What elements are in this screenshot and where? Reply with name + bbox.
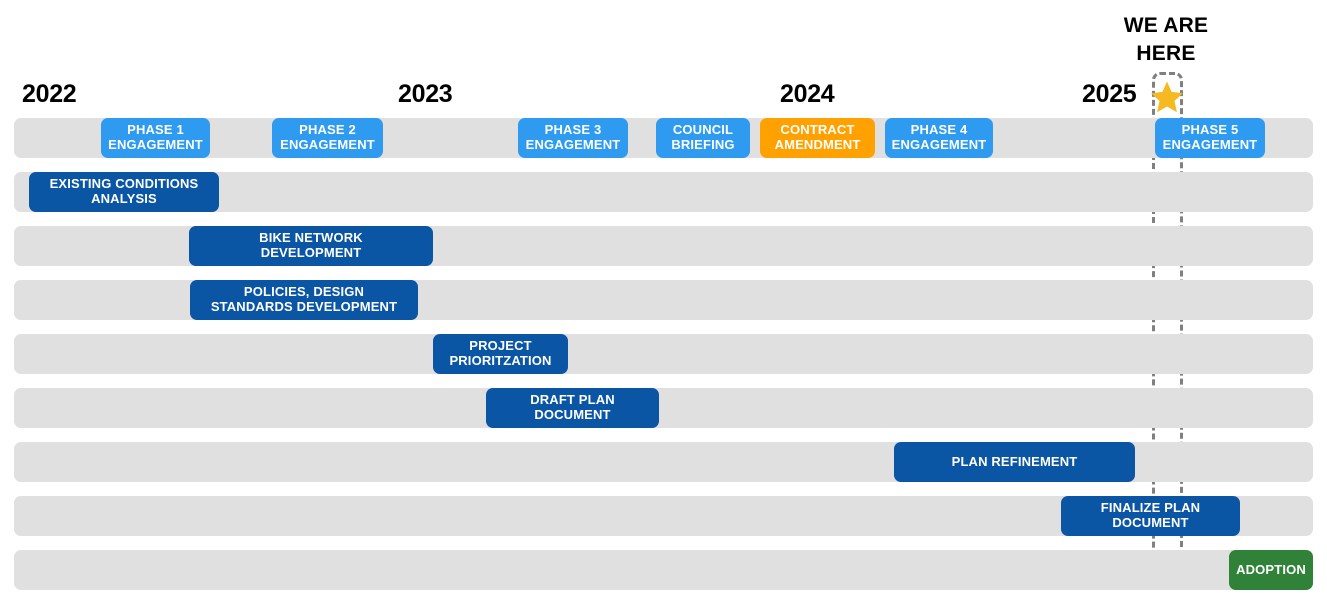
bar-finalize-plan[interactable]: FINALIZE PLAN DOCUMENT (1061, 496, 1240, 536)
existing-conditions-lane (14, 172, 1313, 212)
bar-plan-refinement[interactable]: PLAN REFINEMENT (894, 442, 1135, 482)
year-label-2024: 2024 (780, 80, 835, 108)
adoption-lane (14, 550, 1313, 590)
we-are-here-label: WE ARE HERE (1123, 14, 1209, 65)
bar-policies-standards[interactable]: POLICIES, DESIGN STANDARDS DEVELOPMENT (190, 280, 418, 320)
bar-adoption[interactable]: ADOPTION (1229, 550, 1313, 590)
bar-phase-3-engagement[interactable]: PHASE 3 ENGAGEMENT (518, 118, 628, 158)
bar-phase-4-engagement[interactable]: PHASE 4 ENGAGEMENT (885, 118, 993, 158)
year-label-2022: 2022 (22, 80, 77, 108)
bar-project-prioritzation[interactable]: PROJECT PRIORITZATION (433, 334, 568, 374)
bar-phase-5-engagement[interactable]: PHASE 5 ENGAGEMENT (1155, 118, 1265, 158)
year-label-2023: 2023 (398, 80, 453, 108)
bar-phase-1-engagement[interactable]: PHASE 1 ENGAGEMENT (101, 118, 210, 158)
year-label-2025: 2025 (1082, 80, 1137, 108)
bar-bike-network[interactable]: BIKE NETWORK DEVELOPMENT (189, 226, 433, 266)
bar-contract-amendment[interactable]: CONTRACT AMENDMENT (760, 118, 875, 158)
bar-phase-2-engagement[interactable]: PHASE 2 ENGAGEMENT (272, 118, 383, 158)
star-icon (1150, 80, 1184, 114)
prioritization-lane (14, 334, 1313, 374)
bar-existing-conditions[interactable]: EXISTING CONDITIONS ANALYSIS (29, 172, 219, 212)
bar-council-briefing[interactable]: COUNCIL BRIEFING (656, 118, 750, 158)
draft-plan-lane (14, 388, 1313, 428)
bar-draft-plan-document[interactable]: DRAFT PLAN DOCUMENT (486, 388, 659, 428)
